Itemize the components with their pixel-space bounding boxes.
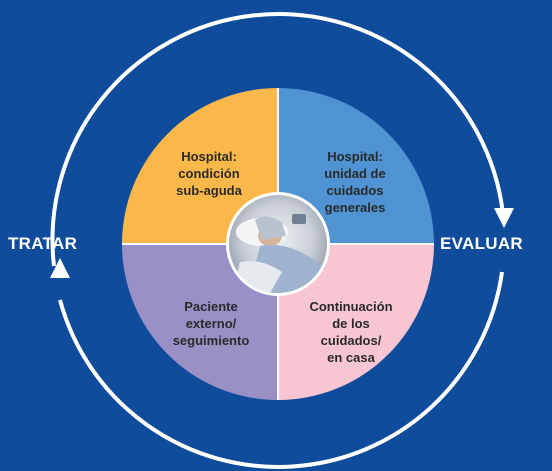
arrow-up-left-icon <box>50 258 70 278</box>
cycle-arc-top <box>50 12 505 267</box>
quadrant-text-top-right: Hospital: unidad de cuidados generales <box>324 149 386 215</box>
quadrant-bottom-right <box>278 244 434 400</box>
quadrant-text-top-left: Hospital: condición sub-aguda <box>176 149 242 198</box>
cycle-arc-bottom-visible <box>58 271 504 469</box>
arrow-down-right-icon <box>494 208 514 228</box>
quadrant-bottom-left <box>122 244 278 400</box>
treat-label: TRATAR <box>8 234 78 253</box>
quadrant-top-right <box>278 88 434 244</box>
quadrant-top-left <box>122 88 278 244</box>
evaluate-label: EVALUAR <box>440 234 524 253</box>
quadrant-text-bottom-left: Paciente externo/ seguimiento <box>172 299 250 348</box>
quadrant-text-bottom-right: Continuación de los cuidados/ en casa <box>309 299 393 365</box>
patient-in-bed-photo <box>229 195 327 293</box>
